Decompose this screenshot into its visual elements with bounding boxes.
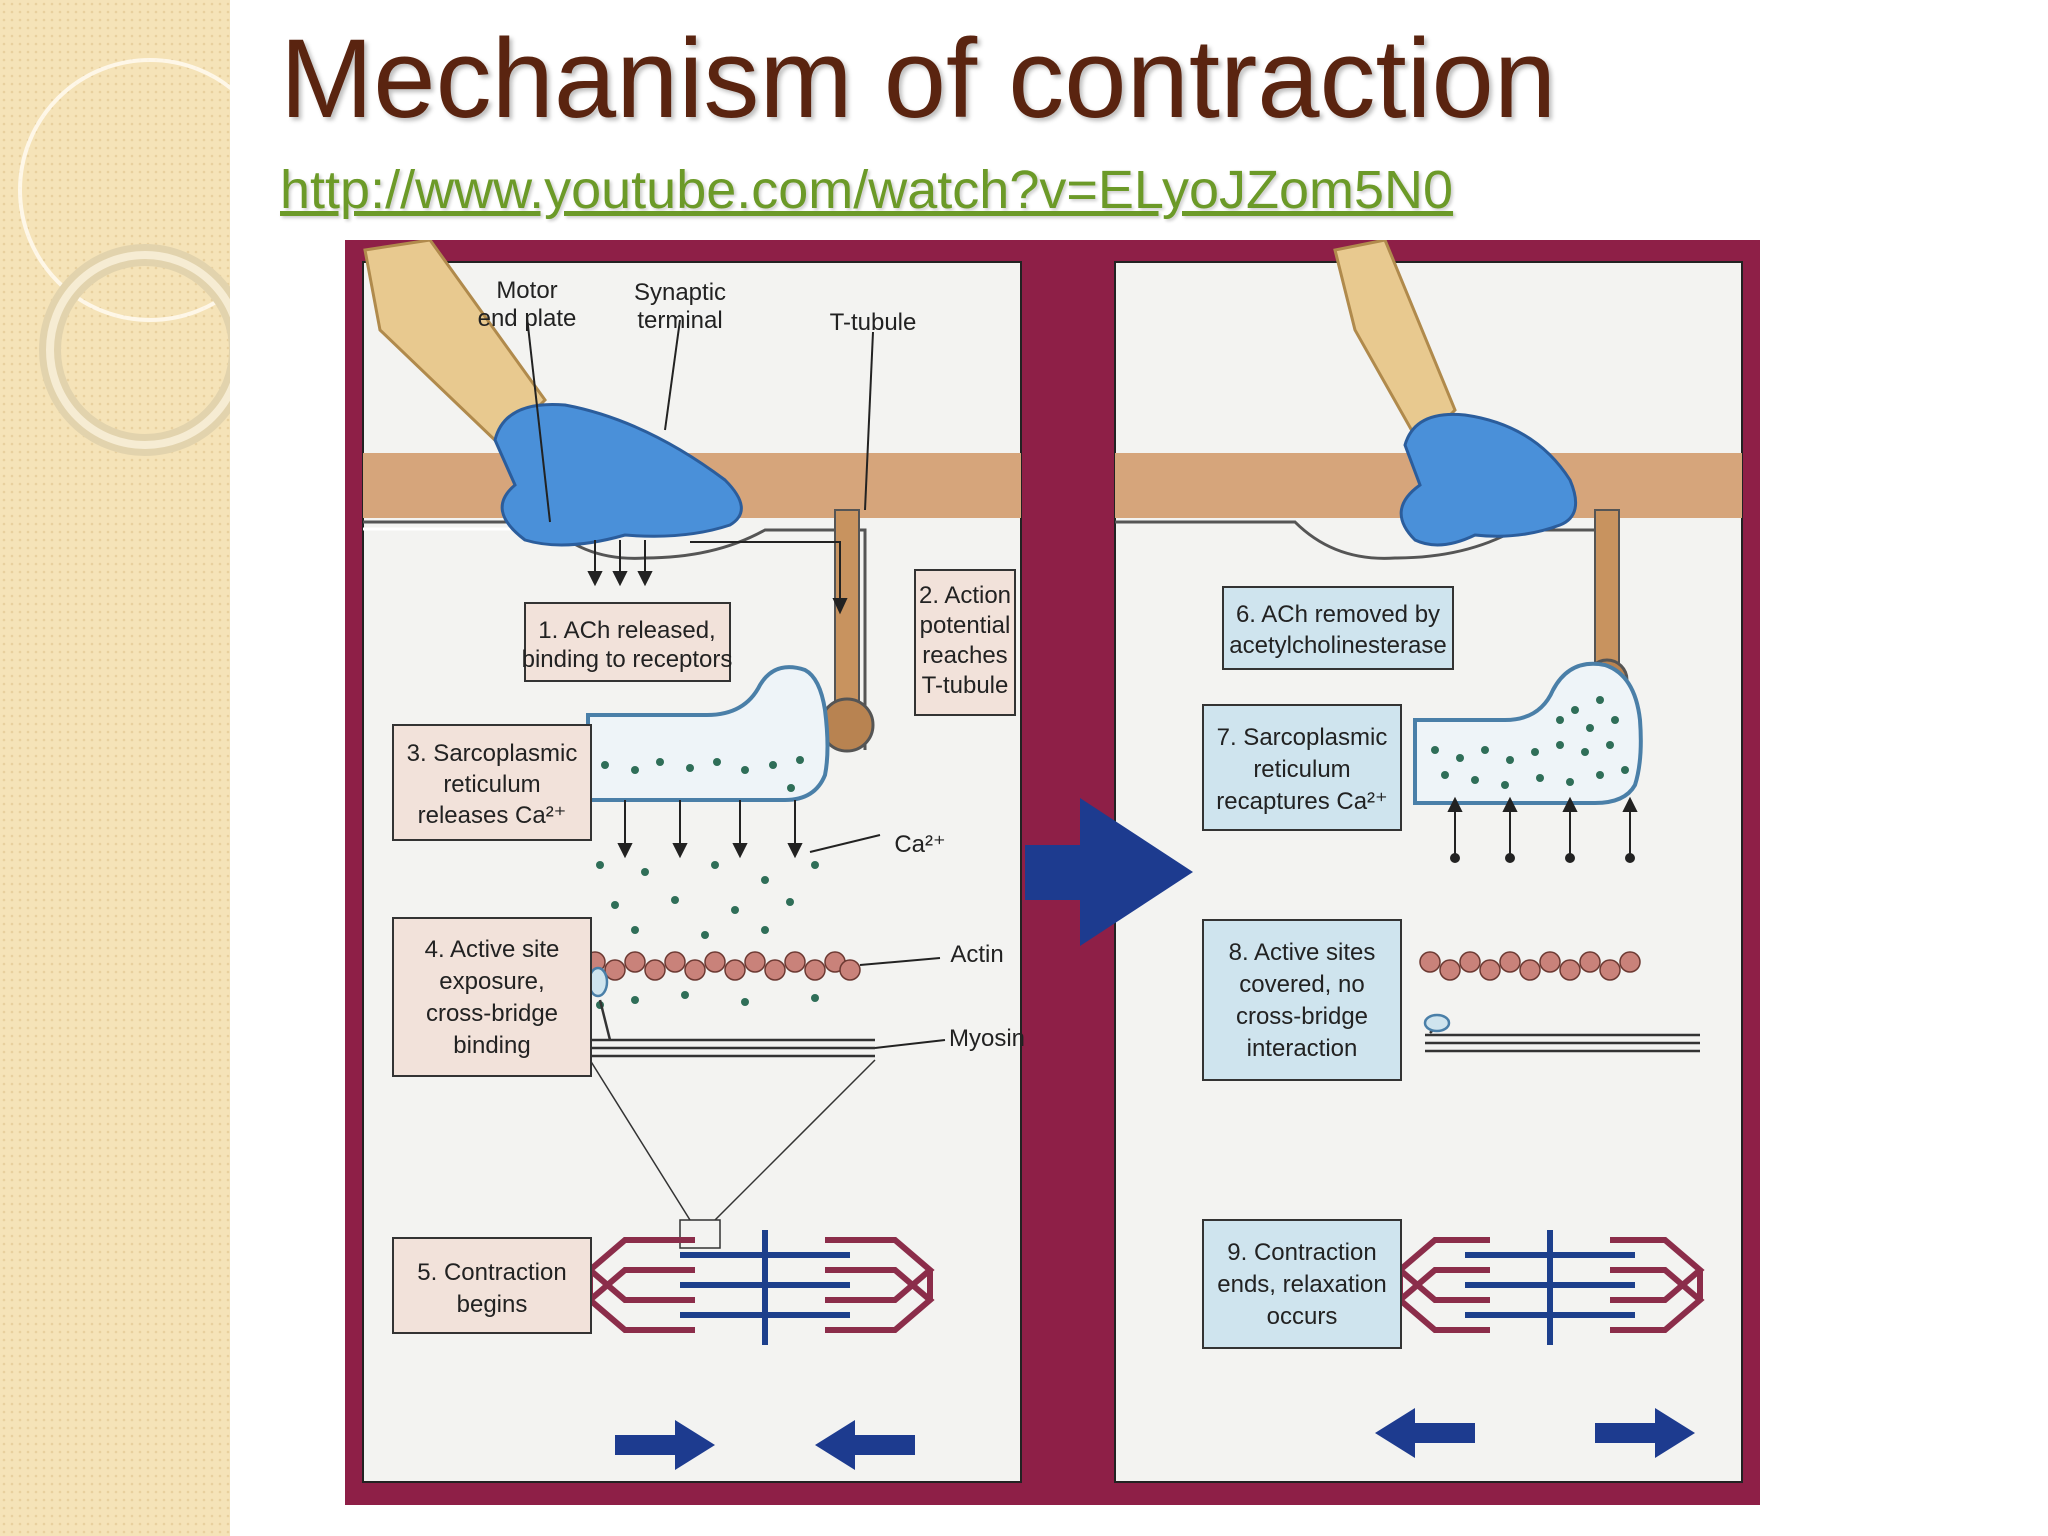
step-2-line-1: 2. Action	[919, 582, 1011, 609]
step-9-line-1: 9. Contraction	[1227, 1239, 1376, 1266]
step-3-line-2: reticulum	[443, 771, 540, 798]
step-4-line-3: cross-bridge	[426, 1000, 558, 1027]
step-9-line-3: occurs	[1267, 1303, 1338, 1330]
contraction-direction-arrows	[615, 1420, 915, 1470]
step-6-line-2: acetylcholinesterase	[1229, 632, 1446, 659]
sarcoplasmic-reticulum	[586, 665, 830, 802]
relaxation-direction-arrows	[1375, 1408, 1695, 1458]
myosin-filament-relaxed	[1423, 1013, 1700, 1053]
video-link[interactable]: http://www.youtube.com/watch?v=ELyoJZom5…	[280, 160, 1454, 220]
step-7-box: 7. Sarcoplasmic reticulum recaptures Ca²…	[1202, 704, 1402, 831]
step-8-line-4: interaction	[1247, 1035, 1358, 1062]
step-4-line-1: 4. Active site	[425, 936, 560, 963]
step-1-box: 1. ACh released, binding to receptors	[522, 602, 733, 682]
step-4-line-2: exposure,	[439, 968, 544, 995]
step-3-line-3: releases Ca²⁺	[418, 802, 567, 829]
step-4-line-4: binding	[453, 1032, 530, 1059]
callout-pointers	[526, 316, 946, 1049]
callout-motor-end-plate-2: end plate	[478, 305, 577, 332]
step-7-line-1: 7. Sarcoplasmic	[1217, 724, 1388, 751]
step-5-line-1: 5. Contraction	[417, 1259, 566, 1286]
callout-motor-end-plate-1: Motor	[496, 277, 557, 304]
actin-filament	[584, 951, 861, 981]
calcium-ions-stored	[1431, 696, 1629, 789]
step-2-line-4: T-tubule	[922, 672, 1009, 699]
step-2-line-3: reaches	[922, 642, 1007, 669]
calcium-release-arrows	[617, 800, 803, 859]
actin-filament-relaxed	[1419, 951, 1641, 981]
synaptic-terminal	[493, 402, 743, 547]
step-3-box: 3. Sarcoplasmic reticulum releases Ca²⁺	[392, 724, 592, 841]
step-9-line-2: ends, relaxation	[1217, 1271, 1386, 1298]
step-6-box: 6. ACh removed by acetylcholinesterase	[1222, 586, 1454, 670]
relaxation-panel: 6. ACh removed by acetylcholinesterase 7…	[1115, 240, 1742, 1458]
callout-ca: Ca²⁺	[894, 831, 945, 858]
step-3-line-1: 3. Sarcoplasmic	[407, 740, 578, 767]
callout-synaptic-terminal-2: terminal	[637, 307, 722, 334]
step-8-line-1: 8. Active sites	[1229, 939, 1376, 966]
step-2-box: 2. Action potential reaches T-tubule	[914, 569, 1016, 716]
magnification-lines	[589, 1059, 876, 1249]
contraction-panel: Motor end plate Synaptic terminal T-tubu…	[363, 240, 1025, 1470]
transition-arrow	[1025, 798, 1193, 946]
step-5-line-2: begins	[457, 1291, 528, 1318]
step-1-line-1: 1. ACh released,	[538, 617, 715, 644]
calcium-ions	[596, 756, 819, 1009]
step-1-line-2: binding to receptors	[522, 646, 733, 673]
callout-t-tubule: T-tubule	[830, 309, 917, 336]
step-9-box: 9. Contraction ends, relaxation occurs	[1202, 1219, 1402, 1349]
callout-synaptic-terminal-1: Synaptic	[634, 279, 726, 306]
action-potential-arrow	[690, 541, 848, 615]
step-7-line-3: recaptures Ca²⁺	[1216, 788, 1387, 815]
nerve-axon	[363, 240, 547, 448]
callout-myosin: Myosin	[949, 1025, 1025, 1052]
step-5-box: 5. Contraction begins	[392, 1237, 592, 1334]
step-8-line-2: covered, no	[1239, 971, 1364, 998]
sidebar-decoration	[0, 0, 230, 1536]
step-8-line-3: cross-bridge	[1236, 1003, 1368, 1030]
callout-labels: Motor end plate Synaptic terminal T-tubu…	[478, 277, 1025, 1052]
calcium-recapture-arrows	[1447, 796, 1638, 863]
nerve-axon-relaxed	[1333, 240, 1457, 448]
sarcoplasmic-reticulum-relaxed	[1413, 661, 1643, 805]
step-7-line-2: reticulum	[1253, 756, 1350, 783]
step-8-box: 8. Active sites covered, no cross-bridge…	[1202, 919, 1402, 1081]
step-4-box: 4. Active site exposure, cross-bridge bi…	[392, 917, 592, 1077]
slide-title: Mechanism of contraction	[280, 16, 1557, 141]
neurotransmitter-release-arrows	[587, 540, 653, 587]
step-2-line-2: potential	[920, 612, 1011, 639]
synaptic-terminal-relaxed	[1399, 412, 1578, 547]
myosin-filament	[587, 966, 875, 1058]
callout-actin: Actin	[950, 941, 1003, 968]
step-6-line-1: 6. ACh removed by	[1236, 601, 1440, 628]
muscle-contraction-diagram: Motor end plate Synaptic terminal T-tubu…	[345, 240, 1760, 1505]
